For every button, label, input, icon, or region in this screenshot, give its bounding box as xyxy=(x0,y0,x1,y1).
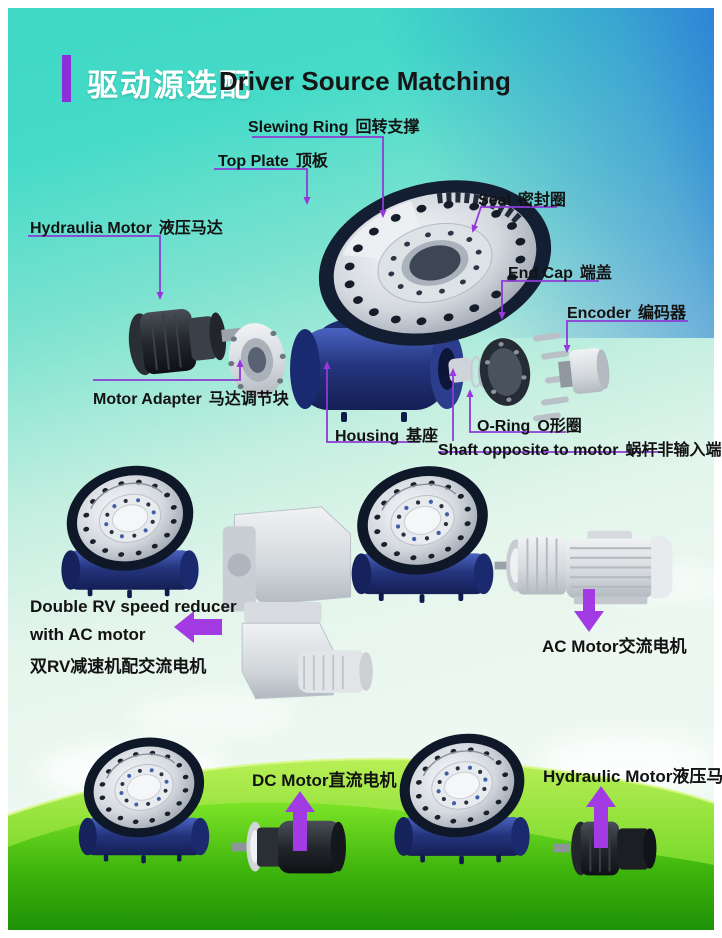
label-slewing-ring-en: Slewing Ring xyxy=(248,119,349,136)
exploded-encoder xyxy=(558,347,610,394)
ac-motor-illustration xyxy=(493,529,674,606)
label-motor-adapter: Motor Adapter 马达调节块 xyxy=(93,385,289,409)
label-hydraulic-motor-cn: 液压马达 xyxy=(672,767,722,786)
label-housing-en: Housing xyxy=(335,428,399,445)
label-seal-cn: 密封圈 xyxy=(517,192,566,209)
label-dc-motor-en: DC Motor xyxy=(252,771,329,790)
label-double-rv-line3: 双RV减速机配交流电机 xyxy=(30,657,207,676)
label-double-rv-line2: with AC motor xyxy=(30,625,146,644)
label-hydraulic-motor-en: Hydraulic Motor xyxy=(543,767,673,786)
label-ac-motor: AC Motor交流电机 xyxy=(542,632,686,657)
exploded-motor-adapter xyxy=(228,323,286,397)
label-motor-adapter-cn: 马达调节块 xyxy=(208,391,289,408)
label-top-plate-en: Top Plate xyxy=(218,153,289,170)
label-hydraulia-motor-cn: 液压马达 xyxy=(158,220,223,237)
slewing-drive-4 xyxy=(387,728,537,865)
slewing-drive-3 xyxy=(72,732,216,864)
label-shaft-opposite-cn: 蜗杆非输入端 xyxy=(625,442,722,459)
page-title-cn: 驱动源选配 xyxy=(87,68,252,103)
label-o-ring-cn: O形圈 xyxy=(537,418,582,435)
label-encoder-cn: 编码器 xyxy=(638,305,687,322)
label-motor-adapter-en: Motor Adapter xyxy=(93,391,202,408)
label-hydraulia-motor-en: Hydraulia Motor xyxy=(30,220,152,237)
label-o-ring-en: O-Ring xyxy=(477,418,531,435)
slewing-drive-1 xyxy=(54,460,206,599)
exploded-end-cap xyxy=(479,338,531,406)
label-top-plate-cn: 顶板 xyxy=(295,153,328,170)
label-seal: Seal 密封圈 xyxy=(478,186,566,210)
label-encoder-en: Encoder xyxy=(567,305,632,322)
label-dc-motor-cn: 直流电机 xyxy=(328,771,397,790)
label-end-cap-cn: 端盖 xyxy=(579,265,612,282)
label-ac-motor-cn: 交流电机 xyxy=(618,637,687,656)
label-housing: Housing 基座 xyxy=(335,422,438,446)
title-accent-bar xyxy=(62,55,71,102)
label-shaft-opposite: Shaft opposite to motor 蜗杆非输入端 xyxy=(438,436,721,460)
label-housing-cn: 基座 xyxy=(406,428,439,445)
label-o-ring: O-Ring O形圈 xyxy=(477,412,582,436)
label-hydraulia-motor: Hydraulia Motor 液压马达 xyxy=(30,214,223,238)
label-double-rv-line1: Double RV speed reducer xyxy=(30,597,237,616)
label-end-cap: End Cap 端盖 xyxy=(508,259,612,283)
dc-motor-illustration xyxy=(232,820,347,874)
hydraulic-motor-illustration xyxy=(552,820,658,877)
label-slewing-ring-cn: 回转支撑 xyxy=(355,119,420,136)
label-ac-motor-en: AC Motor xyxy=(542,637,619,656)
label-encoder: Encoder 编码器 xyxy=(567,299,686,323)
label-top-plate: Top Plate 顶板 xyxy=(218,147,328,171)
label-seal-en: Seal xyxy=(478,192,511,209)
label-dc-motor: DC Motor直流电机 xyxy=(252,766,396,791)
cloud xyxy=(128,693,298,738)
label-end-cap-en: End Cap xyxy=(508,265,573,282)
exploded-hydraulic-motor xyxy=(128,308,249,376)
slewing-drive-2 xyxy=(344,460,501,604)
label-shaft-opposite-en: Shaft opposite to motor xyxy=(438,442,619,459)
label-slewing-ring: Slewing Ring 回转支撑 xyxy=(248,113,419,137)
page-title-en: Driver Source Matching xyxy=(219,66,511,96)
